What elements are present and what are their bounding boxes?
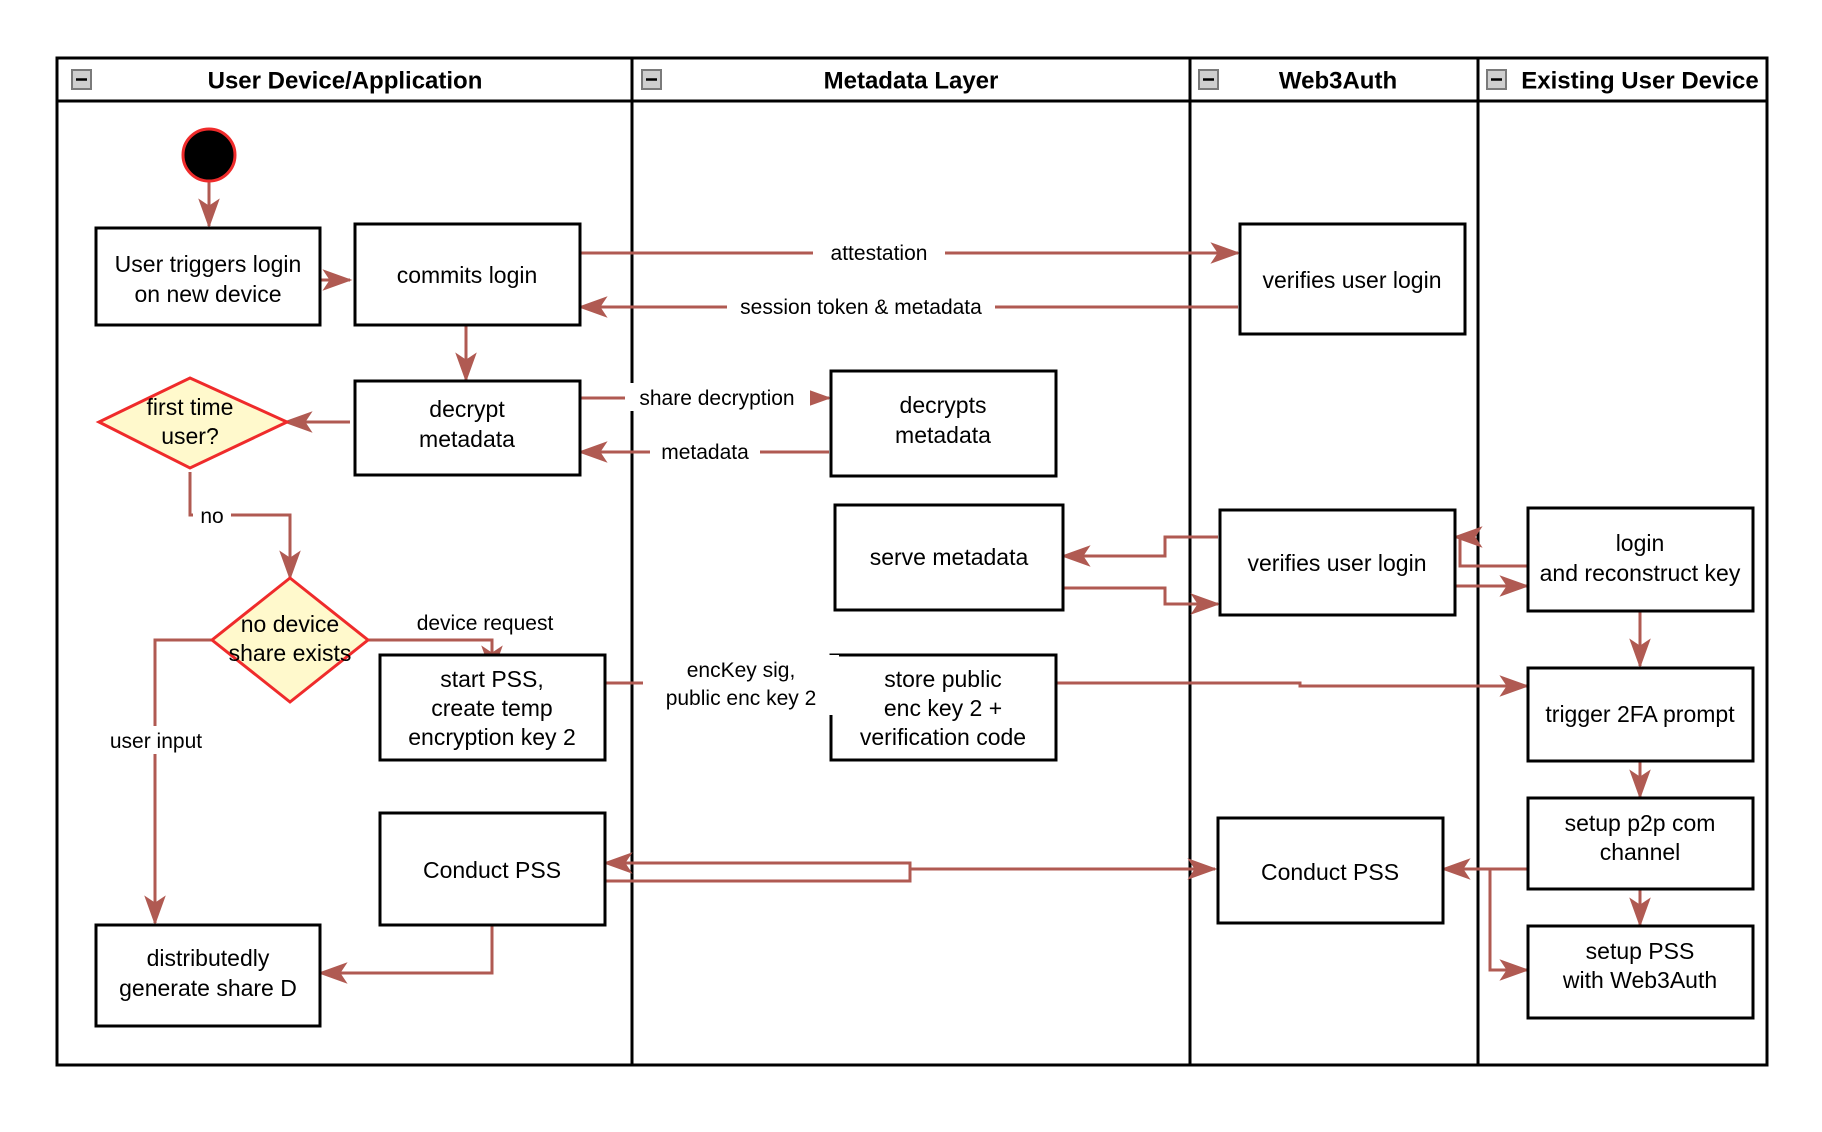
node-first-time-user[interactable]: first time user? xyxy=(95,376,291,470)
node-setup-p2p-com-channel[interactable]: setup p2p com channel xyxy=(1526,796,1755,891)
edge-label-no: no xyxy=(193,501,231,529)
node-label: encryption key 2 xyxy=(408,724,575,750)
edge-label-share-decryption: share decryption xyxy=(625,383,810,411)
node-trigger-2fa-prompt[interactable]: trigger 2FA prompt xyxy=(1526,666,1755,763)
pool-border xyxy=(55,56,1769,1067)
lane-title-existing-device: Existing User Device xyxy=(1521,67,1758,94)
minus-icon[interactable] xyxy=(641,69,662,90)
node-label: metadata xyxy=(419,426,515,452)
node-distributedly-generate-share-d[interactable]: distributedly generate share D xyxy=(94,923,322,1028)
edge-conduct-pss-to-generate-share xyxy=(317,925,494,984)
node-label: channel xyxy=(1600,839,1681,865)
edge-store-key-to-2fa xyxy=(1055,675,1530,697)
start-node-circle xyxy=(181,127,237,183)
node-no-device-share-exists[interactable]: no device share exists xyxy=(209,576,371,704)
node-start-pss-create-temp-key[interactable]: start PSS, create temp encryption key 2 xyxy=(378,653,607,762)
node-commits-login[interactable]: commits login xyxy=(353,222,582,327)
edge-label-enckey-sig: encKey sig, public enc key 2 xyxy=(643,655,839,715)
node-verifies-user-login-top[interactable]: verifies user login xyxy=(1238,222,1467,336)
minus-icon[interactable] xyxy=(1486,69,1507,90)
node-label: trigger 2FA prompt xyxy=(1545,701,1735,727)
node-label: and reconstruct key xyxy=(1540,560,1741,586)
lane-header-web3auth[interactable]: Web3Auth xyxy=(1198,67,1397,94)
edge-label-session-token: session token & metadata xyxy=(727,292,995,320)
node-label: share exists xyxy=(229,640,352,666)
lane-header-existing-device[interactable]: Existing User Device xyxy=(1486,67,1759,94)
edge-label-text: share decryption xyxy=(639,387,794,410)
node-label: no device xyxy=(241,611,339,637)
minus-icon[interactable] xyxy=(1198,69,1219,90)
node-label: verifies user login xyxy=(1263,267,1442,293)
edge-no-path xyxy=(188,472,301,581)
node-label: Conduct PSS xyxy=(423,857,561,883)
lane-title-user-device: User Device/Application xyxy=(208,67,483,94)
lane-dividers xyxy=(630,58,1480,1065)
node-label: serve metadata xyxy=(870,544,1029,570)
node-serve-metadata[interactable]: serve metadata xyxy=(833,503,1065,612)
node-label: on new device xyxy=(134,281,281,307)
edge-user-input-path xyxy=(144,638,212,926)
edge-conduct-pss-left-to-right xyxy=(605,858,1218,883)
edge-login-to-verifies xyxy=(1452,526,1527,568)
lane-title-web3auth: Web3Auth xyxy=(1279,67,1397,94)
edge-label-metadata: metadata xyxy=(650,437,760,465)
edge-label-text: device request xyxy=(417,612,554,635)
node-label: enc key 2 + xyxy=(884,695,1002,721)
lane-title-metadata: Metadata Layer xyxy=(824,67,999,94)
node-label: User triggers login xyxy=(115,251,302,277)
node-label: login xyxy=(1616,530,1665,556)
node-label: decrypt xyxy=(429,396,505,422)
node-label: Conduct PSS xyxy=(1261,859,1399,885)
node-conduct-pss-left[interactable]: Conduct PSS xyxy=(378,811,607,927)
node-label: store public xyxy=(884,666,1002,692)
node-label: distributedly xyxy=(147,945,270,971)
node-label: metadata xyxy=(895,422,991,448)
node-label: decrypts xyxy=(900,392,987,418)
lane-header-metadata[interactable]: Metadata Layer xyxy=(641,67,999,94)
node-label: setup p2p com xyxy=(1565,810,1716,836)
edge-label-text: no xyxy=(200,505,223,528)
node-label: verifies user login xyxy=(1248,550,1427,576)
node-label: first time xyxy=(147,394,234,420)
edge-label-text: session token & metadata xyxy=(740,296,982,319)
node-user-triggers-login[interactable]: User triggers login on new device xyxy=(94,226,322,327)
edge-serve-metadata-to-verifies xyxy=(1063,586,1221,615)
node-decrypt-metadata[interactable]: decrypt metadata xyxy=(353,379,582,477)
edge-label-text: metadata xyxy=(661,441,749,464)
node-label: generate share D xyxy=(119,975,297,1001)
node-start[interactable] xyxy=(181,127,237,183)
node-label: user? xyxy=(161,423,219,449)
edge-label-user-input: user input xyxy=(94,726,219,754)
edge-label-text: public enc key 2 xyxy=(666,687,817,710)
node-label: create temp xyxy=(431,695,552,721)
node-verifies-user-login-mid[interactable]: verifies user login xyxy=(1218,508,1457,617)
edge-label-device-request: device request xyxy=(398,608,573,636)
edge-conduct-pss-right-to-setup-pss xyxy=(1443,867,1530,981)
node-login-and-reconstruct-key[interactable]: login and reconstruct key xyxy=(1526,506,1755,613)
edge-label-text: attestation xyxy=(831,242,928,265)
node-setup-pss-with-web3auth[interactable]: setup PSS with Web3Auth xyxy=(1526,924,1755,1020)
edge-label-attestation: attestation xyxy=(813,238,945,266)
node-label: commits login xyxy=(397,262,538,288)
lane-header-user-device[interactable]: User Device/Application xyxy=(71,67,483,94)
node-decrypts-metadata[interactable]: decrypts metadata xyxy=(829,369,1058,478)
node-store-public-enc-key[interactable]: store public enc key 2 + verification co… xyxy=(829,653,1058,762)
edge-label-text: encKey sig, xyxy=(687,659,796,682)
edge-label-text: user input xyxy=(110,730,202,753)
node-label: with Web3Auth xyxy=(1562,967,1717,993)
node-label: setup PSS xyxy=(1586,938,1695,964)
node-label: start PSS, xyxy=(440,666,544,692)
node-label: verification code xyxy=(860,724,1026,750)
node-conduct-pss-right[interactable]: Conduct PSS xyxy=(1216,816,1445,925)
edge-verifies-to-serve-metadata xyxy=(1060,535,1218,567)
minus-icon[interactable] xyxy=(71,69,92,90)
